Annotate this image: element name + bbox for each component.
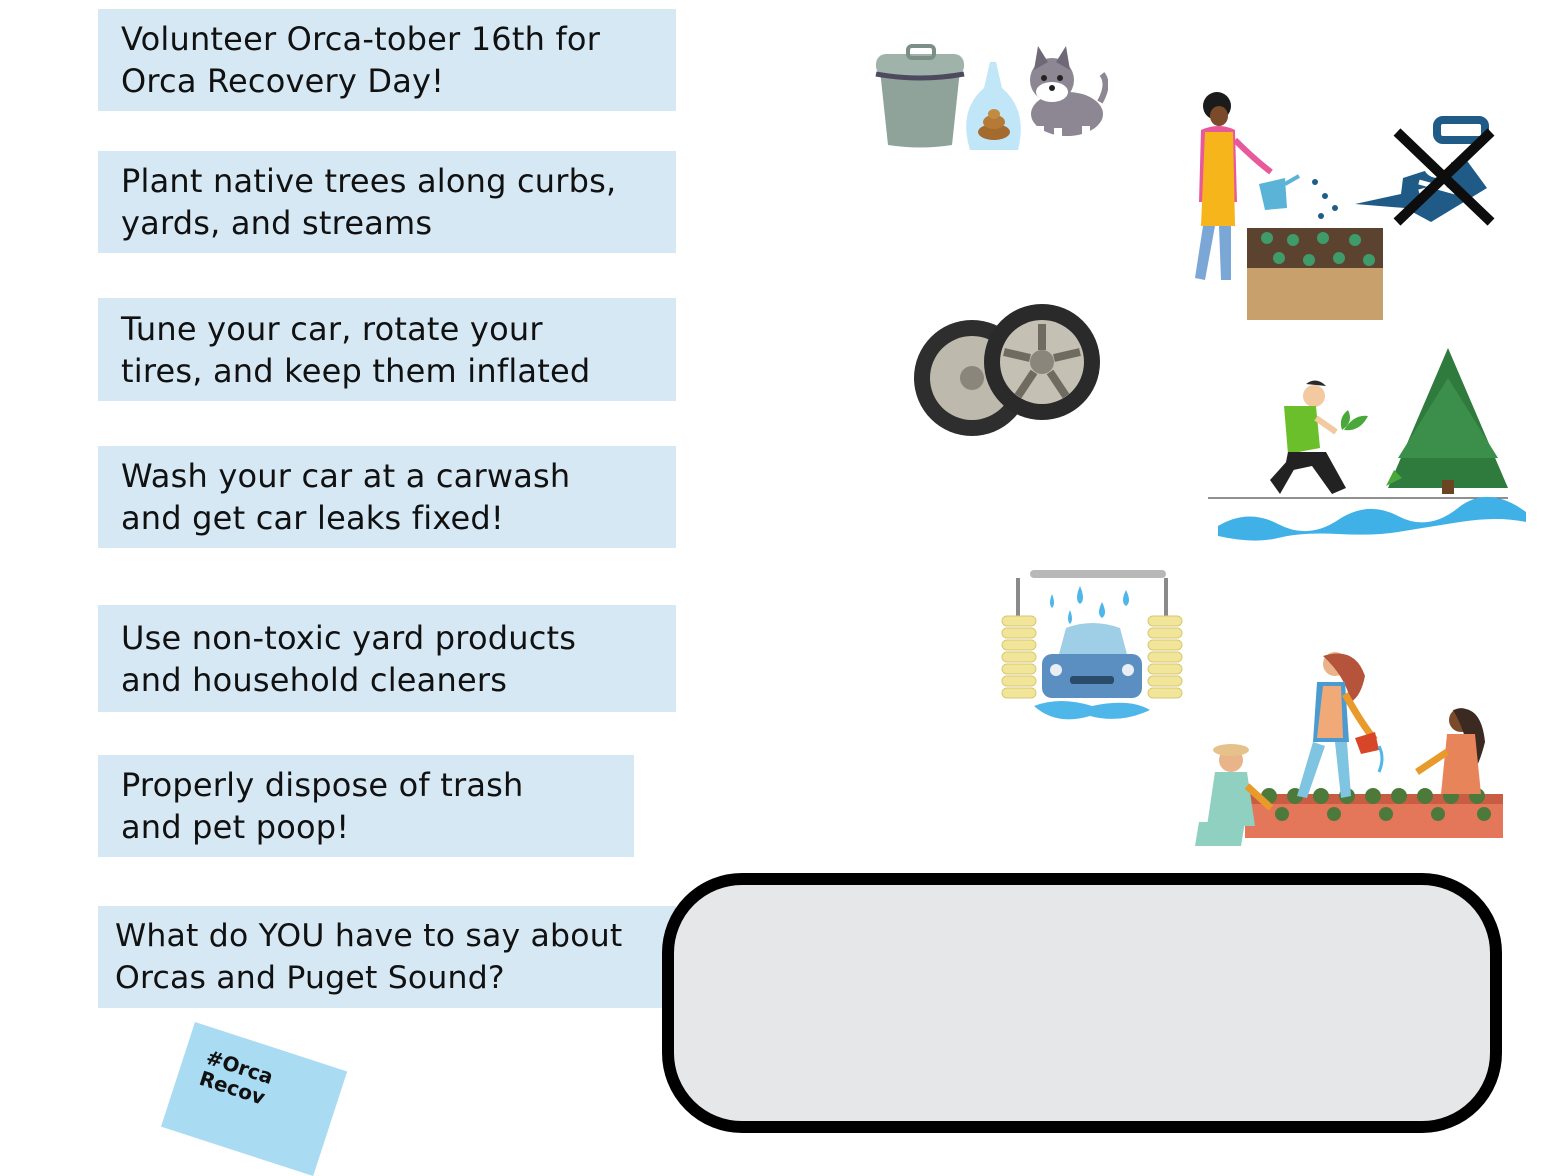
tip-line: Orca Recovery Day! [121, 62, 445, 100]
tip-line: and household cleaners [121, 660, 508, 699]
question-line: Orcas and Puget Sound? [115, 960, 505, 996]
tip-line: Wash your car at a carwash [121, 457, 571, 495]
tip-line: tires, and keep them inflated [121, 351, 591, 390]
tip-card-plant-trees: Plant native trees along curbs, yards, a… [98, 151, 676, 253]
car-tires-icon [914, 304, 1100, 436]
tip-card-dispose-trash: Properly dispose of trash and pet poop! [98, 755, 634, 857]
question-line: What do YOU have to say about [115, 918, 623, 954]
tip-card-volunteer: Volunteer Orca-tober 16th for Orca Recov… [98, 9, 676, 111]
gardener-watering-no-pesticide-icon [1195, 92, 1495, 320]
tip-line: Plant native trees along curbs, [121, 162, 617, 200]
carwash-icon [1001, 570, 1183, 720]
hashtag-sticker: #Orca Recov [161, 1022, 348, 1176]
question-card: What do YOU have to say about Orcas and … [98, 906, 676, 1008]
people-gardening-icon [1195, 652, 1503, 846]
tip-card-carwash: Wash your car at a carwash and get car l… [98, 446, 676, 548]
comment-box[interactable] [662, 873, 1502, 1133]
tip-line: Properly dispose of trash [121, 766, 524, 804]
person-planting-tree-by-stream-icon [1208, 348, 1526, 541]
tip-card-non-toxic: Use non-toxic yard products and househol… [98, 605, 676, 712]
tip-line: Tune your car, rotate your [121, 309, 543, 348]
tip-line: Use non-toxic yard products [121, 618, 577, 657]
tip-line: yards, and streams [121, 204, 433, 242]
tip-line: Volunteer Orca-tober 16th for [121, 20, 601, 58]
tip-line: and pet poop! [121, 808, 350, 846]
tip-card-tune-car: Tune your car, rotate your tires, and ke… [98, 298, 676, 401]
tip-line: and get car leaks fixed! [121, 499, 504, 537]
trash-can-poop-bag-dog-icon [875, 44, 1108, 150]
